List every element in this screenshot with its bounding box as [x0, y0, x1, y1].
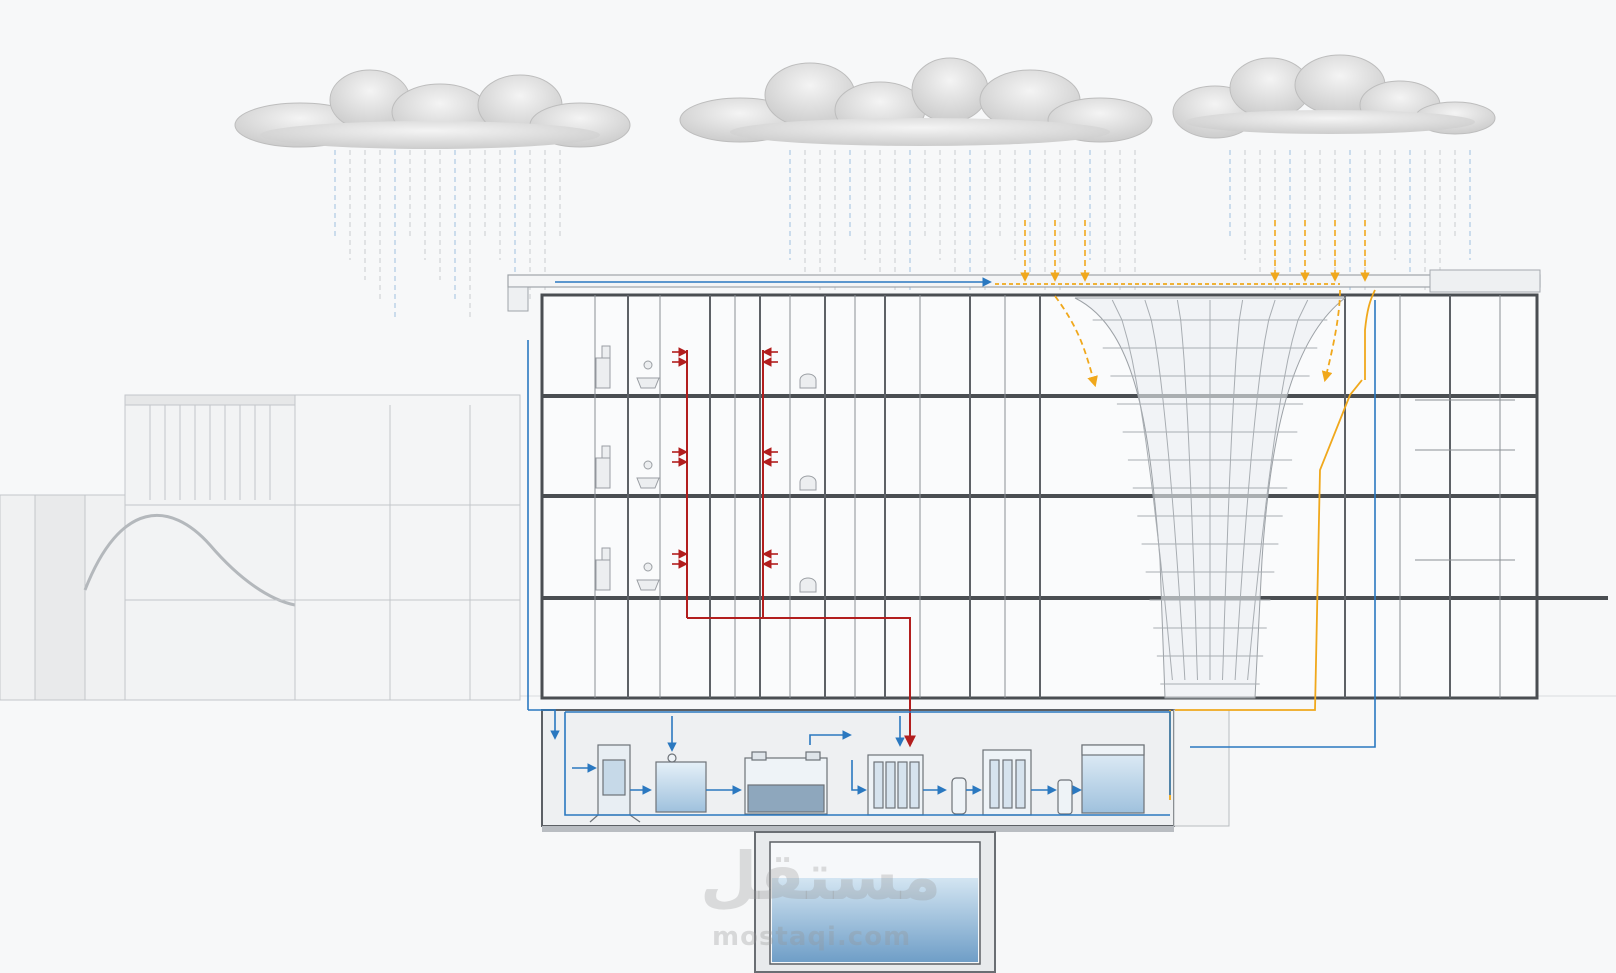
- membrane-filter-unit: [867, 754, 924, 816]
- cloud-left: [234, 69, 631, 149]
- dosing-unit: [1057, 779, 1073, 815]
- funnel-mullion: [1111, 299, 1173, 681]
- roof-slab: [507, 274, 1541, 288]
- treatment-units: [589, 744, 1145, 823]
- cloud-right: [1172, 54, 1496, 139]
- watermark-arabic: مستقل: [700, 838, 942, 915]
- sedimentation-tank-unit: [655, 753, 707, 813]
- funnel-mullion: [1222, 299, 1244, 681]
- funnel-mullion: [1176, 299, 1198, 681]
- sanitary-fixtures: [595, 345, 817, 593]
- main-building: [507, 269, 1608, 700]
- treated-supply-flow: [527, 277, 1376, 816]
- clean-water-tank-unit: [1081, 744, 1145, 814]
- greywater-flow: [686, 350, 916, 748]
- uv-filter-bank-unit: [982, 749, 1032, 816]
- clouds: [234, 54, 1496, 149]
- greywater-fixture-arrows: [672, 347, 778, 569]
- funnel-mullion: [1144, 299, 1186, 681]
- rainwater-roof-arrows: [1020, 220, 1370, 282]
- cartridge-filter-unit: [951, 777, 967, 815]
- screen-filter-unit: [589, 744, 641, 823]
- watermark-url: mostaqi.com: [712, 922, 912, 952]
- cistern-water: [772, 878, 978, 962]
- funnel-mullion: [1247, 299, 1309, 681]
- cloud-middle: [679, 57, 1153, 146]
- rain-lines: [334, 150, 1471, 320]
- funnel-mullion: [1234, 299, 1276, 681]
- adjacent-building: [0, 394, 521, 701]
- biological-reactor-unit: [744, 751, 828, 815]
